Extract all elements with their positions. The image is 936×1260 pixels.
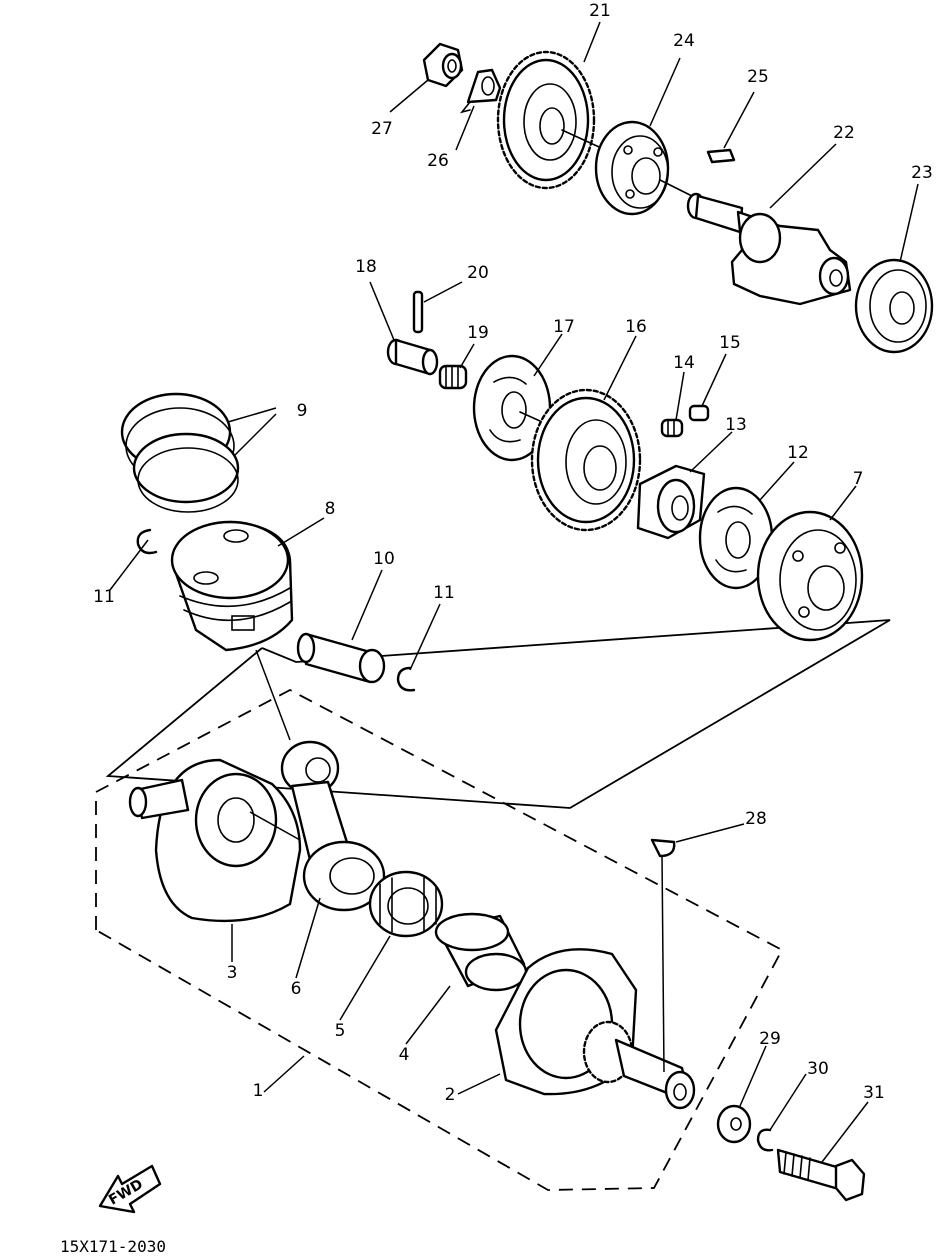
- part-label-10: 10: [373, 549, 395, 569]
- part-label-8: 8: [325, 499, 336, 519]
- balancer-weight-shaft-22: [686, 192, 852, 306]
- part-label-12: 12: [787, 443, 809, 463]
- part-label-20: 20: [467, 263, 489, 283]
- washer-29: [716, 1104, 752, 1144]
- crank-2: [494, 948, 696, 1110]
- part-label-2: 2: [445, 1085, 456, 1105]
- balancer-driven-gear-21: [496, 50, 596, 190]
- part-label-24: 24: [673, 31, 695, 51]
- crankshaft-assembly-frame: [95, 688, 784, 1191]
- part-label-30: 30: [807, 1059, 829, 1079]
- bolt-31: [776, 1148, 866, 1202]
- bearing-23: [854, 258, 934, 354]
- bearing-needle-5: [368, 870, 444, 938]
- part-label-6: 6: [291, 979, 302, 999]
- part-label-22: 22: [833, 123, 855, 143]
- pin-18: [386, 338, 439, 376]
- part-label-14: 14: [673, 353, 695, 373]
- part-label-13: 13: [725, 415, 747, 435]
- part-label-28: 28: [745, 809, 767, 829]
- leader-lines: [109, 21, 919, 1163]
- lock-washer-26: [459, 68, 502, 114]
- woodruff-key-28: [650, 838, 676, 858]
- crank-3: [128, 758, 302, 923]
- part-label-15: 15: [719, 333, 741, 353]
- part-label-26: 26: [427, 151, 449, 171]
- pin-15: [688, 404, 710, 422]
- part-label-29: 29: [759, 1029, 781, 1049]
- spring-19: [438, 364, 468, 390]
- nut-27: [422, 42, 464, 88]
- fwd-arrow-icon: FWD: [98, 1164, 162, 1214]
- part-label-5: 5: [335, 1021, 346, 1041]
- part-label-4: 4: [399, 1045, 410, 1065]
- part-label-25: 25: [747, 67, 769, 87]
- part-label-9: 9: [297, 401, 308, 421]
- pin-20: [412, 290, 424, 334]
- part-label-3: 3: [227, 963, 238, 983]
- piston-pin-clip-right-11: [396, 666, 416, 692]
- part-label-17: 17: [553, 317, 575, 337]
- part-label-16: 16: [625, 317, 647, 337]
- buffer-boss-13: [636, 464, 706, 540]
- part-label-1: 1: [253, 1081, 264, 1101]
- diagram-code: 15X171-2030: [60, 1237, 166, 1256]
- piston-ring-set-9: [120, 392, 240, 513]
- balancer-drive-gear-16: [530, 388, 642, 532]
- piston-8: [170, 520, 294, 652]
- piston-pin-10: [296, 632, 386, 684]
- bearing-7: [756, 510, 864, 642]
- part-label-7: 7: [853, 469, 864, 489]
- connecting-rod-6: [280, 740, 386, 912]
- bearing-24: [594, 120, 670, 216]
- key-25: [706, 148, 736, 164]
- part-label-19: 19: [467, 323, 489, 343]
- part-label-11-left: 11: [93, 587, 115, 607]
- part-label-18: 18: [355, 257, 377, 277]
- spring-14: [660, 418, 684, 438]
- part-label-23: 23: [911, 163, 933, 183]
- part-label-31: 31: [863, 1083, 885, 1103]
- part-label-11-right: 11: [433, 583, 455, 603]
- part-label-21: 21: [589, 1, 611, 21]
- lock-washer-30: [756, 1128, 774, 1152]
- balancer-assembly-frame: [105, 619, 891, 809]
- part-label-27: 27: [371, 119, 393, 139]
- crank-pin-4: [434, 912, 528, 992]
